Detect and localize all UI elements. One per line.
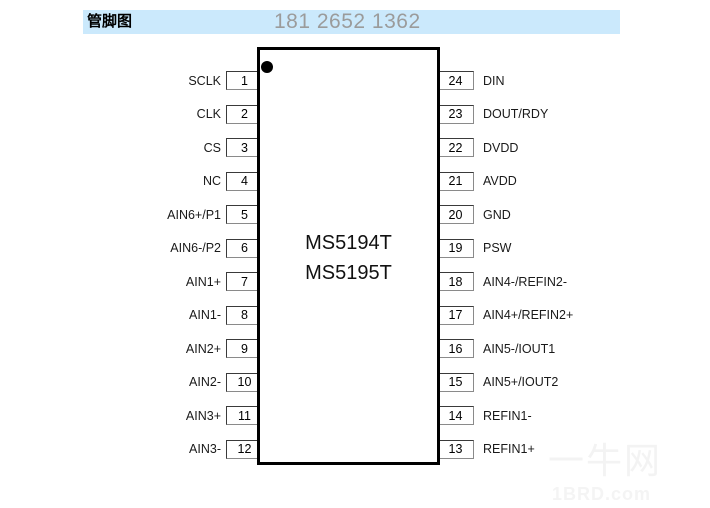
pin-row: 24 DIN [437,71,705,91]
pin-signal-label: SCLK [188,73,221,88]
pin-row: 22 DVDD [437,138,705,158]
pin-number-box: 12 [226,439,263,459]
pin-signal-label: REFIN1+ [483,442,535,456]
pin-signal-label: AVDD [483,174,517,188]
pin-signal-label: AIN4+/REFIN2+ [483,308,574,322]
pin-signal-label: PSW [483,241,512,255]
pin-signal-label: CLK [196,107,221,121]
pin-signal-label: AIN5-/IOUT1 [483,341,556,356]
pin-number-box: 22 [437,138,474,157]
pin-number-box: 10 [226,372,263,392]
corner-watermark-en: 1BRD.com [552,484,652,504]
pin-row: AIN2- 10 [60,372,263,392]
pin-signal-label: NC [202,174,221,188]
header-watermark-phone: 181 2652 1362 [274,10,421,33]
pin-signal-label: AIN3- [189,442,221,456]
chip-package-body [257,47,440,465]
pin-signal-label: AIN4-/REFIN2- [483,274,568,289]
header-highlight-band [83,10,620,34]
pin-row: AIN3+ 11 [60,406,263,426]
pin-row: 14 REFIN1- [437,406,705,426]
pin-row: 21 AVDD [437,171,705,191]
pin-row: 23 DOUT/RDY [437,104,705,124]
pin-number-box: 11 [226,406,263,425]
pin-number-box: 17 [437,305,474,325]
pin-number-box: 2 [226,104,263,124]
pin-signal-label: DOUT/RDY [483,107,549,121]
pin-row: CLK 2 [60,104,263,124]
pin-signal-label: AIN1+ [185,274,221,289]
pin-number-box: 20 [437,205,474,224]
pin-number-box: 23 [437,104,474,124]
pin-signal-label: REFIN1- [483,408,532,423]
pin-number-box: 18 [437,272,474,291]
pin-number-box: 21 [437,171,474,191]
pin-row: 18 AIN4-/REFIN2- [437,272,705,292]
pin-row: AIN6-/P2 6 [60,238,263,258]
pin-signal-label: CS [203,140,221,155]
pin-number-box: 14 [437,406,474,425]
pin-row: 19 PSW [437,238,705,258]
pin-signal-label: AIN6-/P2 [170,241,221,255]
pin-number-box: 13 [437,439,474,459]
pin-number-box: 19 [437,238,474,258]
pin-row: AIN1-8 [60,305,263,325]
pin-signal-label: DVDD [483,140,519,155]
pin-signal-label: AIN1- [189,308,221,322]
page-title: 管脚图 [87,13,133,30]
pin-row: AIN1+7 [60,272,263,292]
pin-row: AIN2+ 9 [60,339,263,359]
pin-signal-label: AIN6+/P1 [167,207,221,222]
pin-signal-label: GND [483,207,511,222]
pin-number-box: 16 [437,339,474,358]
pin-row: AIN3- 12 [60,439,263,459]
pin-signal-label: AIN2- [189,375,221,389]
pin-row: 20 GND [437,205,705,225]
pin-signal-label: AIN3+ [185,408,221,423]
pin-signal-label: AIN5+/IOUT2 [483,375,559,389]
pin-row: 16 AIN5-/IOUT1 [437,339,705,359]
pin-signal-label: DIN [483,73,505,88]
pin1-indicator-dot [261,61,273,73]
pin-number-box: 15 [437,372,474,392]
pin-number-box: 24 [437,71,474,90]
pin-row: 15 AIN5+/IOUT2 [437,372,705,392]
pin-row: 13 REFIN1+ [437,439,705,459]
pin-signal-label: AIN2+ [185,341,221,356]
pin-number-box: 6 [226,238,263,258]
pin-number-box: 9 [226,339,263,358]
pin-row: 17 AIN4+/REFIN2+ [437,305,705,325]
